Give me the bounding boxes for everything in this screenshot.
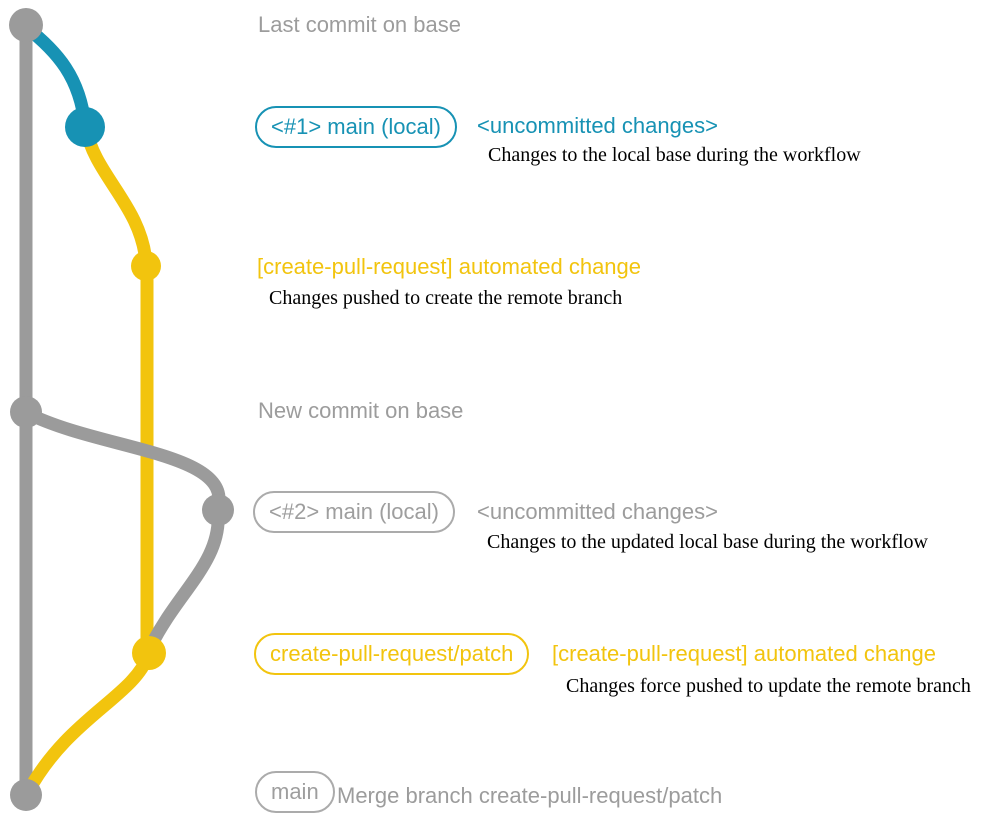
label-last-commit-on-base: Last commit on base (258, 12, 461, 37)
badge-main-local-1: <#1> main (local) (255, 106, 457, 148)
title-automated-change-1: [create-pull-request] automated change (257, 254, 642, 279)
title-uncommitted-changes-1: <uncommitted changes> (477, 113, 718, 138)
desc-uncommitted-changes-2: Changes to the updated local base during… (487, 531, 928, 553)
commit-dot-automated-change-1 (131, 251, 161, 281)
branch-curve-push-yellow (79, 121, 153, 269)
badge-create-pull-request-patch: create-pull-request/patch (254, 633, 530, 675)
title-automated-change-2: [create-pull-request] automated change (552, 641, 937, 666)
desc-uncommitted-changes-1: Changes to the local base during the wor… (488, 144, 861, 166)
commit-dot-automated-change-2 (132, 636, 166, 670)
label-new-commit-on-base: New commit on base (258, 398, 464, 423)
commit-graph (9, 8, 234, 811)
branch-curve-rebase-gray-1 (20, 406, 226, 514)
commit-dot-main-local-1 (65, 107, 105, 147)
desc-automated-change-1: Changes pushed to create the remote bran… (269, 287, 623, 309)
badge-main: main (255, 771, 335, 813)
title-merge-branch: Merge branch create-pull-request/patch (337, 783, 723, 808)
branch-curve-rebase-gray-2 (143, 505, 225, 655)
title-uncommitted-changes-2: <uncommitted changes> (477, 499, 718, 524)
badge-main-local-2: <#2> main (local) (253, 491, 455, 533)
commit-dot-new-commit-on-base (10, 396, 42, 428)
desc-automated-change-2: Changes force pushed to update the remot… (566, 675, 971, 697)
commit-dot-last-commit-on-base (9, 8, 43, 42)
branch-curve-merge-yellow (21, 649, 155, 799)
commit-dot-main-local-2 (202, 494, 234, 526)
commit-dot-merge-into-main (10, 779, 42, 811)
